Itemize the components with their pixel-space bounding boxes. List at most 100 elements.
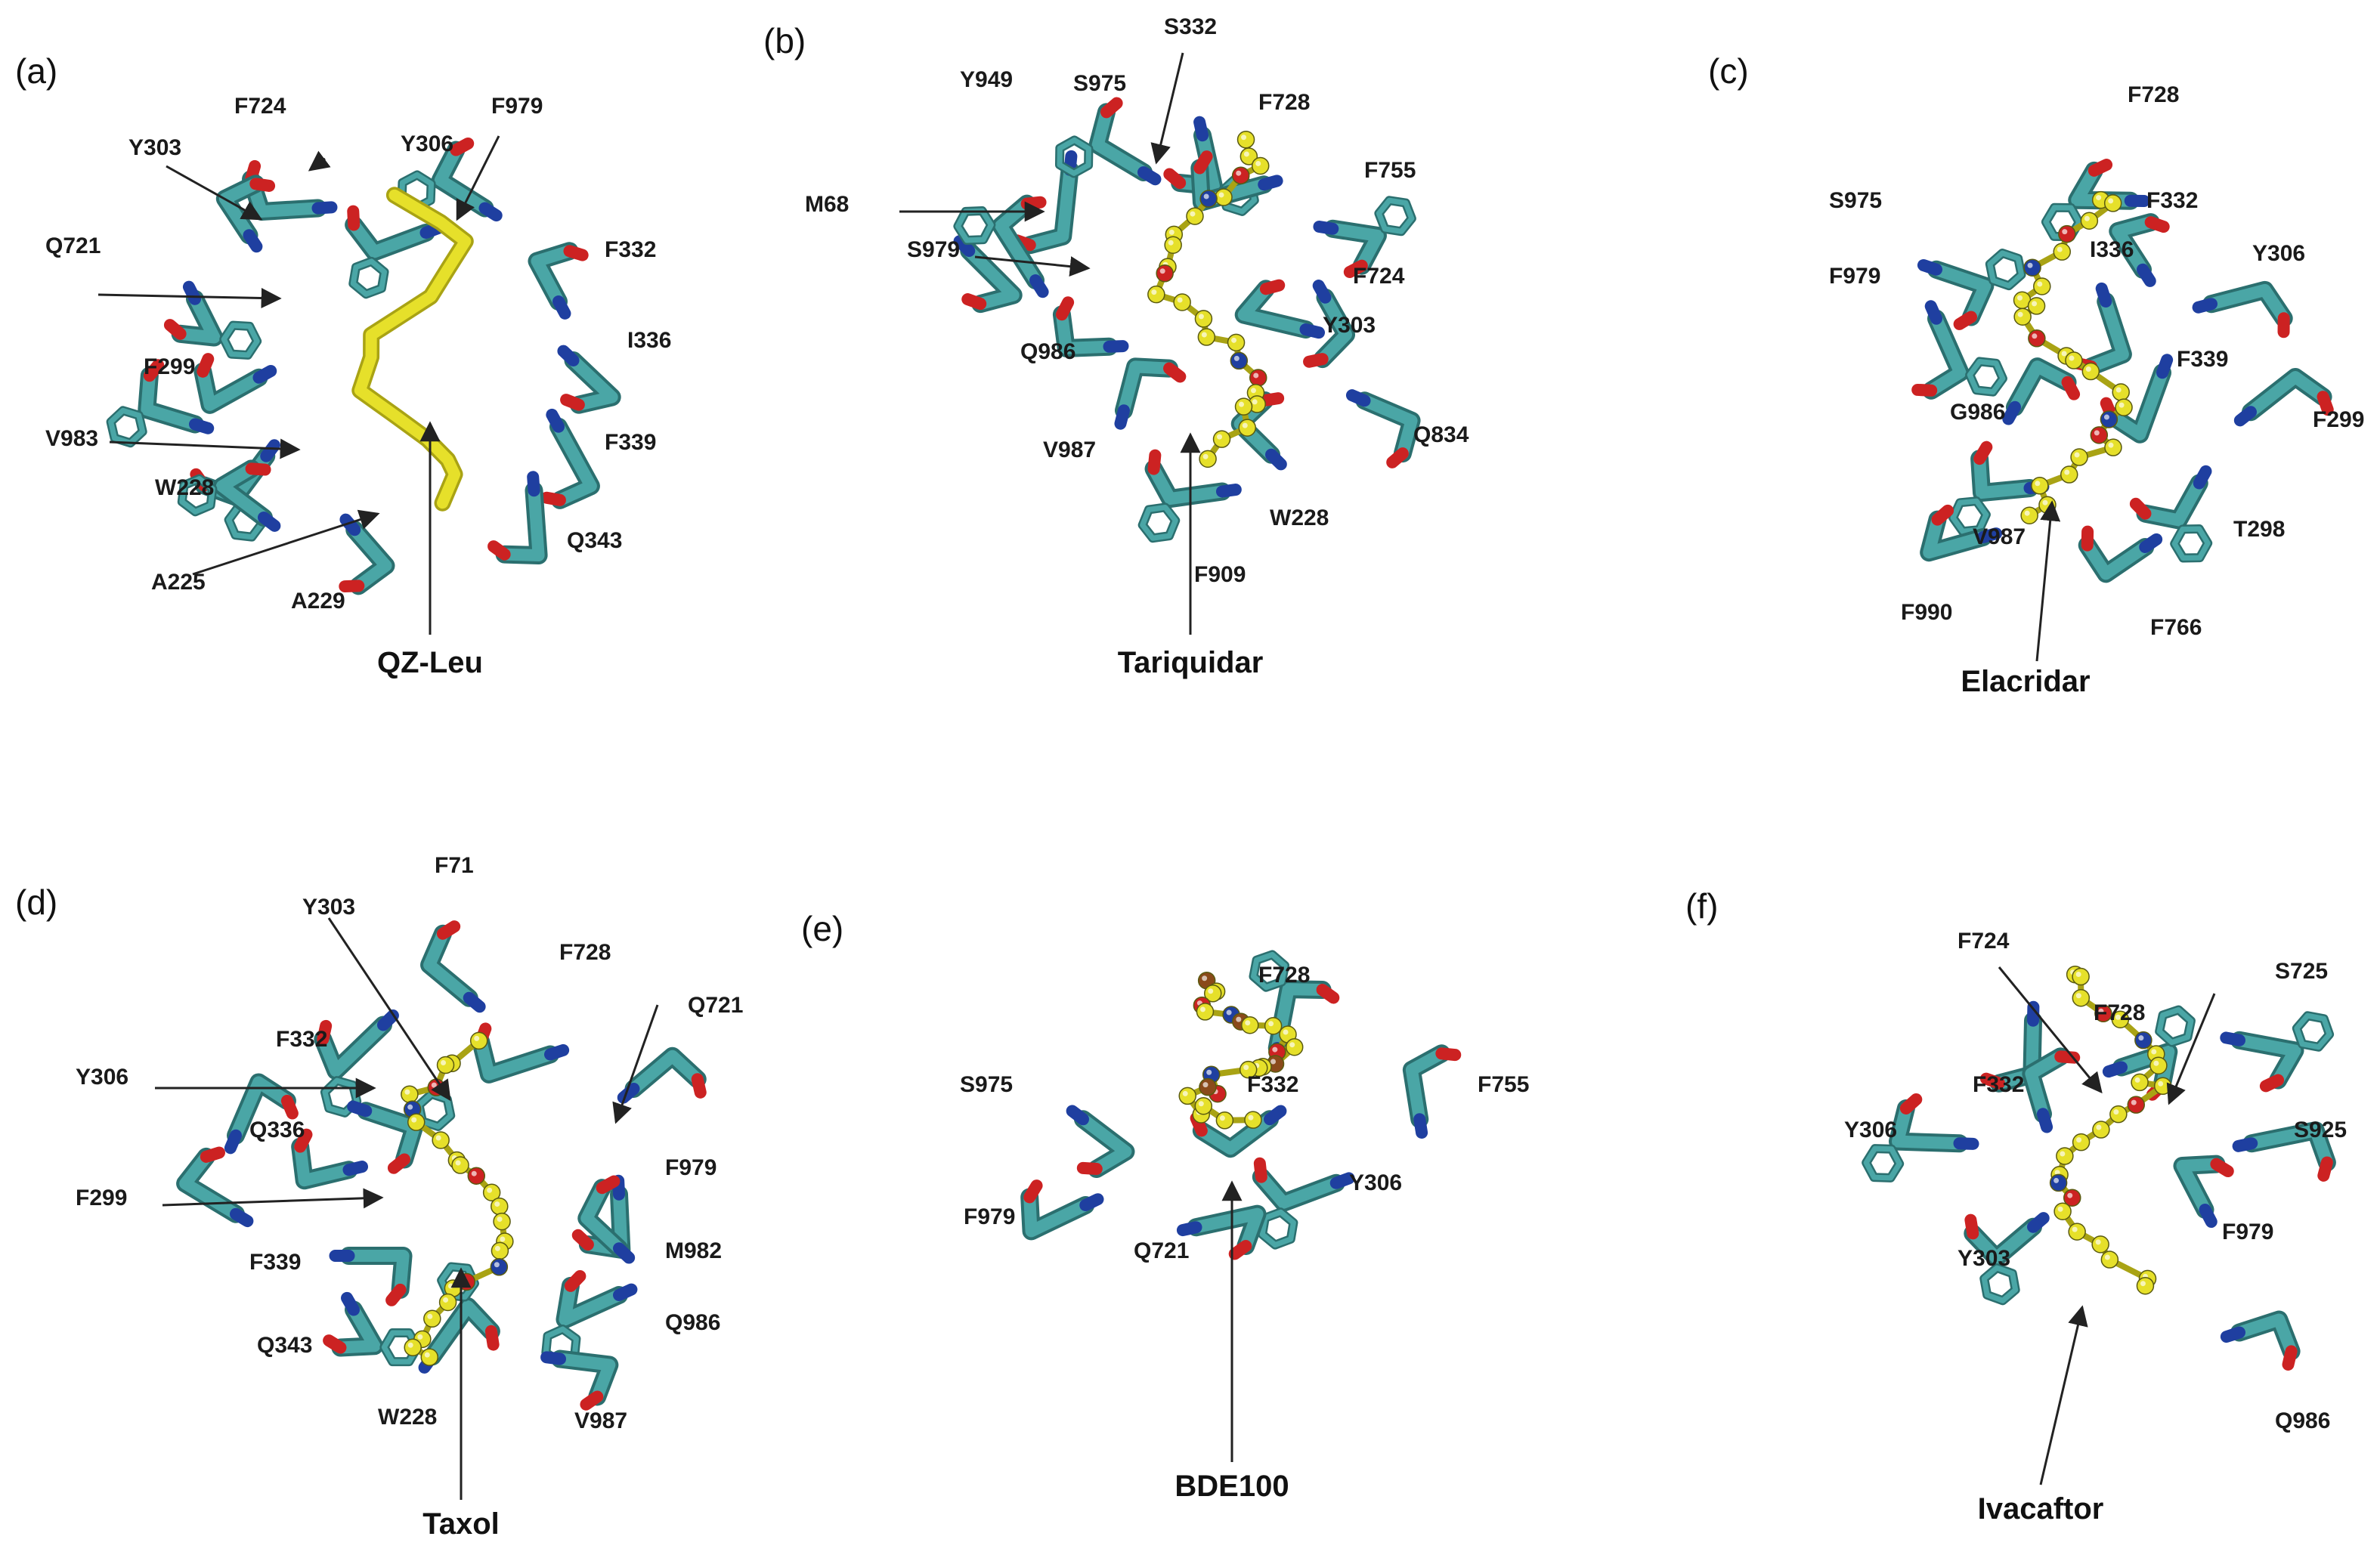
residue-label: Q834 — [1413, 422, 1469, 447]
residue-label: F755 — [1478, 1072, 1529, 1097]
residue-label: F728 — [1258, 90, 1310, 115]
residue-label: F755 — [1364, 158, 1416, 183]
residue-label: F909 — [1194, 562, 1246, 587]
residue-label: Y306 — [2252, 241, 2305, 266]
residue-label: Y306 — [76, 1065, 128, 1090]
residue-label: F728 — [559, 940, 611, 965]
residue-label: A225 — [151, 570, 206, 595]
pointer-arrow — [97, 287, 282, 308]
residue-label: Y303 — [128, 135, 181, 160]
pointer-arrow — [1998, 966, 2103, 1094]
panel-label: (e) — [801, 909, 843, 948]
residue-label: F332 — [1973, 1072, 2024, 1097]
panel-label: (a) — [15, 51, 57, 91]
pointer-arrow — [308, 150, 331, 172]
residue-label: Y306 — [1349, 1170, 1402, 1195]
residue-label: Q986 — [2275, 1408, 2330, 1433]
ligand-label: Elacridar — [1961, 665, 2090, 698]
residue-label: Q336 — [249, 1118, 305, 1142]
residue-label: F299 — [2313, 407, 2364, 432]
ligand-structure — [2049, 965, 2172, 1295]
residue-label: I336 — [2090, 237, 2134, 262]
residue-label: F724 — [234, 94, 286, 119]
residue-label: S725 — [2275, 959, 2328, 984]
pointer-arrow — [2166, 993, 2216, 1105]
residue-label: F979 — [2222, 1220, 2273, 1244]
residue-label: F332 — [276, 1027, 327, 1052]
residue-label: Q343 — [257, 1333, 312, 1358]
residue-label: Q986 — [1020, 339, 1075, 364]
residue-label: S975 — [1829, 188, 1882, 213]
residue-label: F339 — [605, 430, 656, 455]
residue-label: W228 — [378, 1405, 437, 1430]
residue-label: Y303 — [1958, 1246, 2010, 1271]
residue-label: Q343 — [567, 528, 622, 553]
residue-label: F728 — [2128, 82, 2179, 107]
residue-label: F332 — [1247, 1072, 1298, 1097]
residue-label: Q986 — [665, 1310, 720, 1335]
residue-label: F979 — [964, 1204, 1015, 1229]
pointer-arrow — [327, 917, 451, 1102]
residue-label: M68 — [805, 192, 849, 217]
residue-label: W228 — [1270, 505, 1329, 530]
residue-label: F71 — [435, 853, 474, 878]
pointer-arrow — [162, 1188, 384, 1209]
residue-label: S979 — [907, 237, 960, 262]
residue-label: Y303 — [1323, 313, 1376, 338]
pointer-arrow — [456, 135, 500, 221]
residue-label: S925 — [2294, 1118, 2347, 1142]
residue-label: Q721 — [688, 993, 743, 1018]
residue-label: Q721 — [45, 233, 101, 258]
ligand-structure — [1147, 131, 1270, 468]
residue-label: S975 — [960, 1072, 1013, 1097]
residue-label: Y949 — [960, 67, 1013, 92]
panel-label: (c) — [1708, 51, 1749, 91]
residue-label: F728 — [2094, 1000, 2145, 1025]
residue-label: W228 — [155, 475, 214, 500]
residue-label: F332 — [2146, 188, 2198, 213]
pointer-arrow — [166, 165, 263, 221]
panel-label: (d) — [15, 883, 57, 922]
pointer-arrow — [612, 1004, 659, 1124]
residue-label: A229 — [291, 589, 345, 614]
residue-label: Y306 — [1844, 1118, 1897, 1142]
ligand-structure — [351, 187, 474, 512]
ligand-structure — [401, 1031, 514, 1366]
residue-label: F724 — [1958, 929, 2010, 954]
residue-label: F299 — [76, 1186, 127, 1210]
ligand-label: BDE100 — [1175, 1470, 1289, 1503]
residue-label: S332 — [1164, 14, 1217, 39]
pointer-arrow — [974, 255, 1091, 277]
panel-label: (b) — [763, 21, 806, 60]
pointer-arrow — [1150, 52, 1184, 165]
residue-label: F979 — [491, 94, 543, 119]
ligand-structure — [2013, 190, 2133, 524]
residue-label: F339 — [2177, 347, 2228, 372]
panel-0: F724Y306F979Y303F332Q721I336F299F339V983… — [15, 51, 671, 679]
residue-label: Y306 — [401, 131, 453, 156]
ligand-structure — [1178, 971, 1304, 1130]
residue-label: F979 — [1829, 264, 1880, 289]
ligand-label: QZ-Leu — [377, 646, 483, 679]
protein-residues — [1862, 1000, 2336, 1371]
ligand-label: Tariquidar — [1118, 646, 1264, 679]
panels-root: F724Y306F979Y303F332Q721I336F299F339V983… — [15, 14, 2364, 1541]
ligand-label: Taxol — [422, 1507, 500, 1541]
residue-label: F299 — [144, 354, 195, 379]
residue-label: G986 — [1950, 400, 2005, 425]
pointer-arrow — [109, 438, 301, 459]
residue-label: F728 — [1258, 963, 1310, 988]
residue-label: F724 — [1353, 264, 1405, 289]
residue-label: V987 — [1973, 524, 2026, 549]
residue-label: S975 — [1073, 71, 1126, 96]
panel-label: (f) — [1685, 886, 1718, 926]
residue-label: T298 — [2233, 517, 2285, 542]
residue-label: V983 — [45, 426, 98, 451]
pointer-arrow — [192, 509, 380, 576]
residue-label: V987 — [1043, 437, 1096, 462]
